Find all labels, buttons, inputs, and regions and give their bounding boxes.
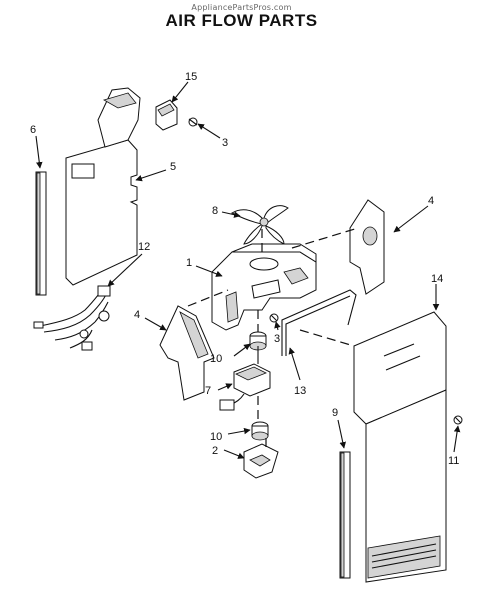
callout-10-top: 10 — [210, 353, 222, 365]
part-14-evaporator-cover[interactable] — [353, 311, 447, 583]
callout-8: 8 — [212, 205, 218, 217]
part-4-air-baffle-right[interactable] — [349, 199, 385, 295]
part-3-screw-housing[interactable] — [269, 313, 279, 323]
part-11-screw[interactable] — [453, 415, 463, 425]
callout-10-bottom: 10 — [210, 431, 222, 443]
callout-4-right: 4 — [428, 195, 434, 207]
callout-14: 14 — [431, 273, 443, 285]
callout-12: 12 — [138, 241, 150, 253]
callout-3-housing: 3 — [274, 333, 280, 345]
watermark: AppliancePartsPros.com — [191, 3, 292, 12]
callout-5: 5 — [170, 161, 176, 173]
leader-lines — [35, 81, 461, 459]
part-6-gasket-strip-left[interactable] — [35, 171, 47, 296]
part-4-air-baffle-left[interactable] — [159, 305, 215, 401]
part-12-wire-harness[interactable] — [33, 285, 111, 351]
part-2-motor-bracket[interactable] — [243, 443, 279, 479]
part-3-screw-top[interactable] — [188, 117, 198, 127]
callout-2: 2 — [212, 445, 218, 457]
callout-4-left: 4 — [134, 309, 140, 321]
callout-6: 6 — [30, 124, 36, 136]
callout-13: 13 — [294, 385, 306, 397]
callout-15: 15 — [185, 71, 197, 83]
part-1-fan-housing[interactable] — [211, 243, 317, 331]
diagram-title: AIR FLOW PARTS — [165, 11, 318, 30]
callout-9: 9 — [332, 407, 338, 419]
part-8-fan-blade[interactable] — [230, 205, 289, 245]
part-9-gasket-strip-right[interactable] — [339, 451, 351, 579]
part-15-damper-knob[interactable] — [155, 99, 178, 131]
part-13-wire-bracket[interactable] — [281, 289, 357, 356]
part-7-fan-motor[interactable] — [219, 346, 271, 411]
callout-7: 7 — [205, 385, 211, 397]
assembly-guide-lines — [187, 227, 359, 452]
part-10-grommet-bottom[interactable] — [251, 421, 269, 441]
callout-11: 11 — [448, 455, 459, 467]
callout-3-top: 3 — [222, 137, 228, 149]
part-5-duct-cover-panel[interactable] — [65, 87, 141, 286]
callout-1: 1 — [186, 257, 192, 269]
